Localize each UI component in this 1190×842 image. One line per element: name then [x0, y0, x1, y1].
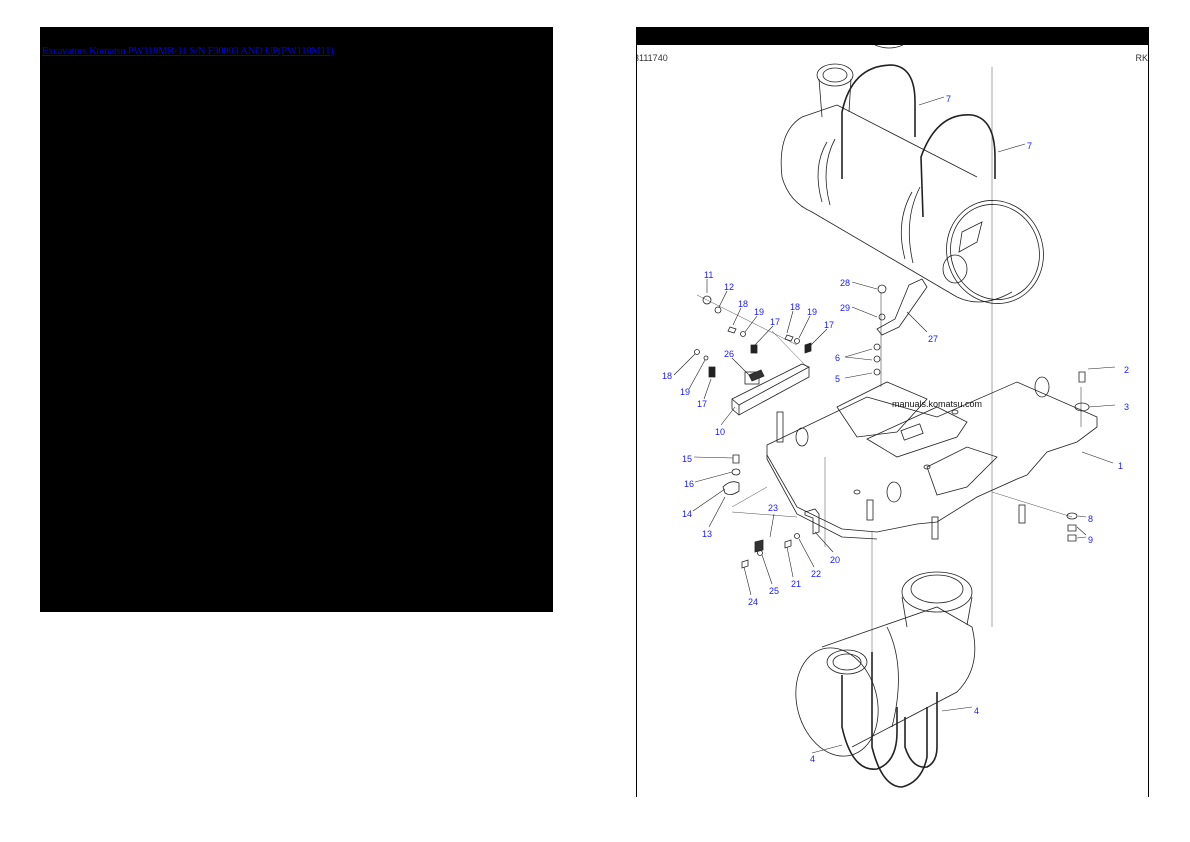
- callout-item-4[interactable]: 4: [810, 754, 816, 764]
- model-title-link[interactable]: Excavators Komatsu PW118MR-11 S/N F30003…: [42, 46, 334, 57]
- callout-item-11[interactable]: 11: [704, 270, 714, 280]
- callout-item-15[interactable]: 15: [682, 454, 693, 464]
- callout-item-17[interactable]: 17: [770, 317, 781, 327]
- callout-item-7[interactable]: 7: [946, 94, 952, 104]
- left-panel: Excavators Komatsu PW118MR-11 S/N F30003…: [40, 27, 553, 612]
- revision-code: RK: [1135, 53, 1148, 63]
- callout-item-21[interactable]: 21: [791, 579, 802, 589]
- callout-item-19[interactable]: 19: [680, 387, 691, 397]
- bracket-20: [741, 508, 820, 569]
- parts-diagram-page: 3111740 RK: [636, 27, 1149, 797]
- callout-item-5[interactable]: 5: [835, 374, 841, 384]
- exploded-parts-diagram: [673, 44, 1116, 788]
- watermark: manuals.komatsu.com: [892, 399, 983, 409]
- callout-item-19[interactable]: 19: [754, 307, 765, 317]
- leader-lines: [673, 96, 1116, 754]
- callout-item-1[interactable]: 1: [1118, 461, 1124, 471]
- callout-item-13[interactable]: 13: [702, 529, 713, 539]
- callout-item-18[interactable]: 18: [790, 302, 801, 312]
- callout-item-25[interactable]: 25: [769, 586, 780, 596]
- callout-item-23[interactable]: 23: [768, 503, 779, 513]
- callout-item-29[interactable]: 29: [840, 303, 851, 313]
- callout-item-18[interactable]: 18: [662, 371, 673, 381]
- callout-item-2[interactable]: 2: [1124, 365, 1130, 375]
- callout-item-6[interactable]: 6: [835, 353, 841, 363]
- callout-item-8[interactable]: 8: [1088, 514, 1094, 524]
- callout-item-16[interactable]: 16: [684, 479, 695, 489]
- callout-item-3[interactable]: 3: [1124, 402, 1130, 412]
- callout-item-17[interactable]: 17: [697, 399, 708, 409]
- drawing-id: 3111740: [636, 53, 668, 63]
- clamp-14: [722, 454, 741, 495]
- callout-item-12[interactable]: 12: [724, 282, 735, 292]
- upper-tank: [780, 63, 1044, 304]
- callout-item-20[interactable]: 20: [830, 555, 841, 565]
- lower-tank: [795, 571, 976, 788]
- bracket-10: [694, 294, 812, 416]
- callout-item-10[interactable]: 10: [715, 427, 726, 437]
- callout-item-9[interactable]: 9: [1088, 535, 1094, 545]
- page-header-bar: [637, 27, 1148, 45]
- title-link-model[interactable]: PW118MR-11 S/N F30003 AND UP(PW118M11): [128, 46, 334, 57]
- callout-item-22[interactable]: 22: [811, 569, 822, 579]
- callout-item-19[interactable]: 19: [807, 307, 818, 317]
- callout-item-18[interactable]: 18: [738, 299, 749, 309]
- callout-item-4[interactable]: 4: [974, 706, 980, 716]
- callout-item-27[interactable]: 27: [928, 334, 939, 344]
- callout-item-7[interactable]: 7: [1027, 141, 1033, 151]
- callout-item-14[interactable]: 14: [682, 509, 693, 519]
- callout-item-24[interactable]: 24: [748, 597, 759, 607]
- callout-item-17[interactable]: 17: [824, 320, 835, 330]
- stay-27: [873, 278, 928, 387]
- callout-item-26[interactable]: 26: [724, 349, 735, 359]
- frame-plate-1: [731, 67, 1098, 667]
- title-link-category[interactable]: Excavators Komatsu: [42, 46, 126, 57]
- callout-item-28[interactable]: 28: [840, 278, 851, 288]
